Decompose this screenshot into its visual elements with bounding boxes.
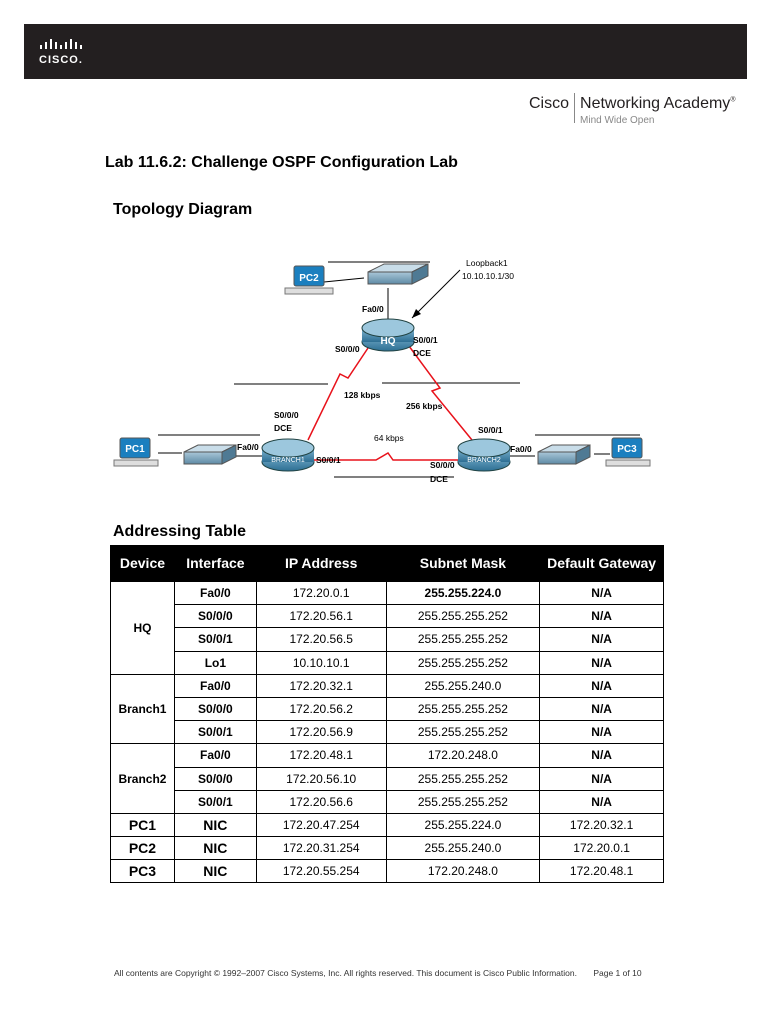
svg-text:BRANCH2: BRANCH2 bbox=[467, 457, 501, 464]
svg-text:HQ: HQ bbox=[381, 336, 396, 347]
device-cell: PC1 bbox=[110, 812, 175, 838]
table-row: Branch2 Fa0/0 172.20.48.1 172.20.248.0 N… bbox=[110, 743, 664, 814]
header-subnet-mask: Subnet Mask bbox=[385, 545, 541, 582]
header-device: Device bbox=[110, 545, 175, 582]
page-footer: All contents are Copyright © 1992–2007 C… bbox=[114, 968, 642, 978]
b1-dce-label: DCE bbox=[274, 423, 292, 433]
table-row: S0/0/0 172.20.56.1 255.255.255.252 N/A bbox=[111, 604, 664, 629]
table-row: Branch1 Fa0/0 172.20.32.1 255.255.240.0 … bbox=[110, 673, 664, 745]
cisco-logo-icon bbox=[40, 39, 82, 49]
hq-s000-label: S0/0/0 bbox=[335, 344, 360, 354]
hq-s001-label: S0/0/1 bbox=[413, 335, 438, 345]
pc3-device: PC3 bbox=[605, 437, 651, 467]
b1-s001-label: S0/0/1 bbox=[316, 455, 341, 465]
table-row: S0/0/1 172.20.56.9 255.255.255.252 N/A bbox=[111, 720, 664, 745]
table-row: S0/0/1 172.20.56.6 255.255.255.252 N/A bbox=[111, 789, 664, 814]
b2-s000-label: S0/0/0 bbox=[430, 460, 455, 470]
topology-title: Topology Diagram bbox=[113, 201, 253, 218]
table-row: HQ Fa0/0 172.20.0.1 255.255.224.0 N/A bbox=[110, 580, 664, 675]
link-hq-b1-label: 128 kbps bbox=[344, 390, 381, 400]
lab-title: Lab 11.6.2: Challenge OSPF Configuration… bbox=[105, 154, 458, 171]
addressing-title: Addressing Table bbox=[113, 523, 247, 540]
svg-text:PC2: PC2 bbox=[299, 273, 319, 284]
table-row: PC1 NIC 172.20.47.254 255.255.224.0 172.… bbox=[110, 812, 664, 838]
loopback-pointer bbox=[411, 269, 461, 319]
page-number: Page 1 of 10 bbox=[593, 968, 642, 978]
topology-diagram: PC2 HQ PC1 BRANCH1 BRANCH2 bbox=[113, 258, 651, 484]
table-row: PC2 NIC 172.20.31.254 255.255.240.0 172.… bbox=[110, 836, 664, 861]
hq-router: HQ bbox=[361, 318, 415, 352]
copyright-text: All contents are Copyright © 1992–2007 C… bbox=[114, 968, 577, 978]
academy-name: Networking Academy bbox=[580, 95, 731, 112]
link-hq-b2-label: 256 kbps bbox=[406, 401, 443, 411]
header-default-gateway: Default Gateway bbox=[539, 545, 664, 582]
academy-name-cisco: Cisco bbox=[529, 95, 570, 112]
addressing-table: Device Interface IP Address Subnet Mask … bbox=[110, 545, 664, 884]
table-row: S0/0/0 172.20.56.10 255.255.255.252 N/A bbox=[111, 766, 664, 791]
device-cell: Branch1 bbox=[110, 673, 175, 745]
hq-switch bbox=[367, 263, 429, 285]
branch1-router: BRANCH1 bbox=[261, 438, 315, 472]
loopback-ip-label: 10.10.10.1/30 bbox=[462, 271, 514, 281]
branch1-switch bbox=[183, 444, 237, 465]
branch2-router: BRANCH2 bbox=[457, 438, 511, 472]
b2-dce-label: DCE bbox=[430, 474, 448, 484]
b2-s001-label: S0/0/1 bbox=[478, 425, 503, 435]
header-ip-address: IP Address bbox=[255, 545, 387, 582]
table-row: Lo1 10.10.10.1 255.255.255.252 N/A bbox=[111, 650, 664, 675]
device-cell: PC2 bbox=[110, 836, 175, 861]
loopback-label: Loopback1 bbox=[466, 258, 508, 268]
table-row: S0/0/1 172.20.56.5 255.255.255.252 N/A bbox=[111, 627, 664, 652]
table-row: PC3 NIC 172.20.55.254 172.20.248.0 172.2… bbox=[110, 859, 664, 884]
pc2-device: PC2 bbox=[284, 265, 334, 295]
device-cell: Branch2 bbox=[110, 743, 175, 814]
svg-text:PC3: PC3 bbox=[617, 444, 637, 455]
academy-tagline: Mind Wide Open bbox=[580, 115, 655, 126]
wan-links bbox=[307, 341, 473, 461]
hq-fa-label: Fa0/0 bbox=[362, 304, 384, 314]
device-cell: PC3 bbox=[110, 859, 175, 884]
svg-text:BRANCH1: BRANCH1 bbox=[271, 457, 305, 464]
branch2-switch bbox=[537, 444, 591, 465]
b1-s000-label: S0/0/0 bbox=[274, 410, 299, 420]
svg-text:PC1: PC1 bbox=[125, 444, 145, 455]
link-b1-b2-label: 64 kbps bbox=[374, 433, 404, 443]
table-header-row: Device Interface IP Address Subnet Mask … bbox=[110, 545, 664, 582]
header-bar: CISCO. bbox=[24, 24, 747, 79]
b1-fa-label: Fa0/0 bbox=[237, 442, 259, 452]
header-interface: Interface bbox=[173, 545, 257, 582]
hq-dce-label: DCE bbox=[413, 348, 431, 358]
table-row: S0/0/0 172.20.56.2 255.255.255.252 N/A bbox=[111, 696, 664, 722]
cisco-logo-text: CISCO. bbox=[39, 54, 83, 66]
device-cell: HQ bbox=[110, 581, 175, 675]
pc1-device: PC1 bbox=[113, 437, 159, 467]
b2-fa-label: Fa0/0 bbox=[510, 444, 532, 454]
